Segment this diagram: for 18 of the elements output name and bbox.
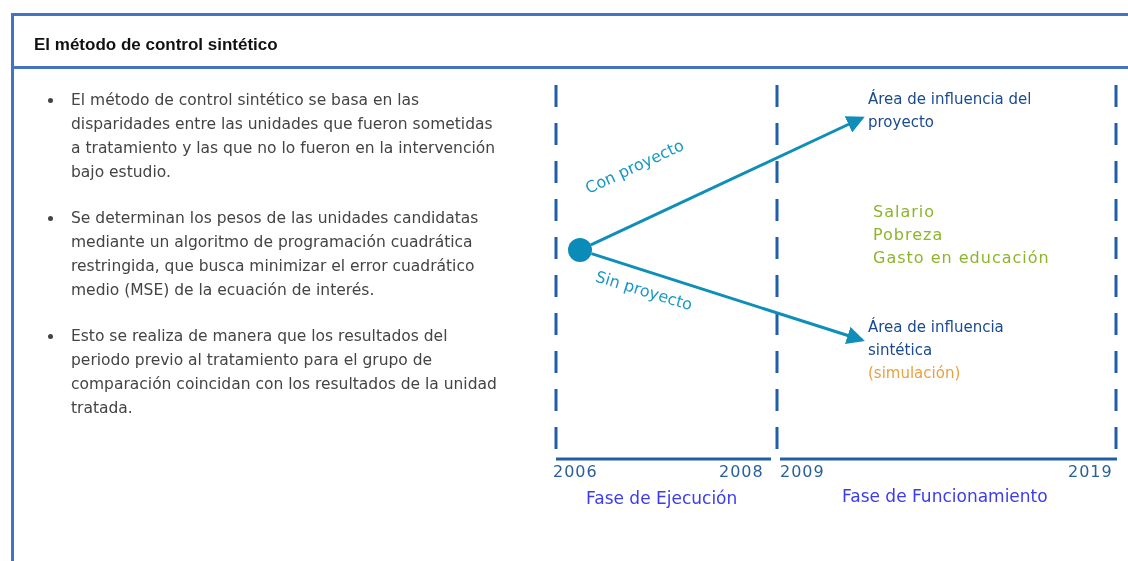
arrow: [590, 252, 865, 344]
indicator-label: Pobreza: [873, 225, 944, 245]
outcome-label: Área de influencia sintética: [868, 316, 1005, 361]
title: El método de control sintético: [34, 34, 278, 56]
indicator-label: Salario: [873, 202, 936, 222]
year-label: 2009: [780, 462, 825, 482]
bullet-text: Se determinan los pesos de las unidades candidatas mediante un algoritmo de programación cuadrática restringida, que busca minimizar el error cuadrático medio (MSE) de la ecuación de interés.: [71, 208, 480, 301]
phase-label: Fase de Ejecución: [586, 488, 738, 508]
outcome-label: Área de influencia del proyecto: [868, 88, 1033, 133]
phase-label: Fase de Funcionamiento: [842, 486, 1048, 506]
year-label: 2019: [1068, 462, 1113, 482]
bullet-text: Esto se realiza de manera que los resultados del periodo previo al tratamiento para el grupo de comparación coincidan con los resultados de la unidad tratada.: [71, 326, 498, 419]
note-label: (simulación): [868, 363, 962, 384]
indicator-label: Gasto en educación: [873, 248, 1050, 268]
arrow: [590, 116, 865, 247]
bullet-text: El método de control sintético se basa en las disparidades entre las unidades que fueron sometidas a tratamiento y las que no lo fueron en la intervención bajo estudio.: [71, 90, 497, 183]
year-label: 2006: [553, 462, 598, 482]
year-label: 2008: [719, 462, 764, 482]
